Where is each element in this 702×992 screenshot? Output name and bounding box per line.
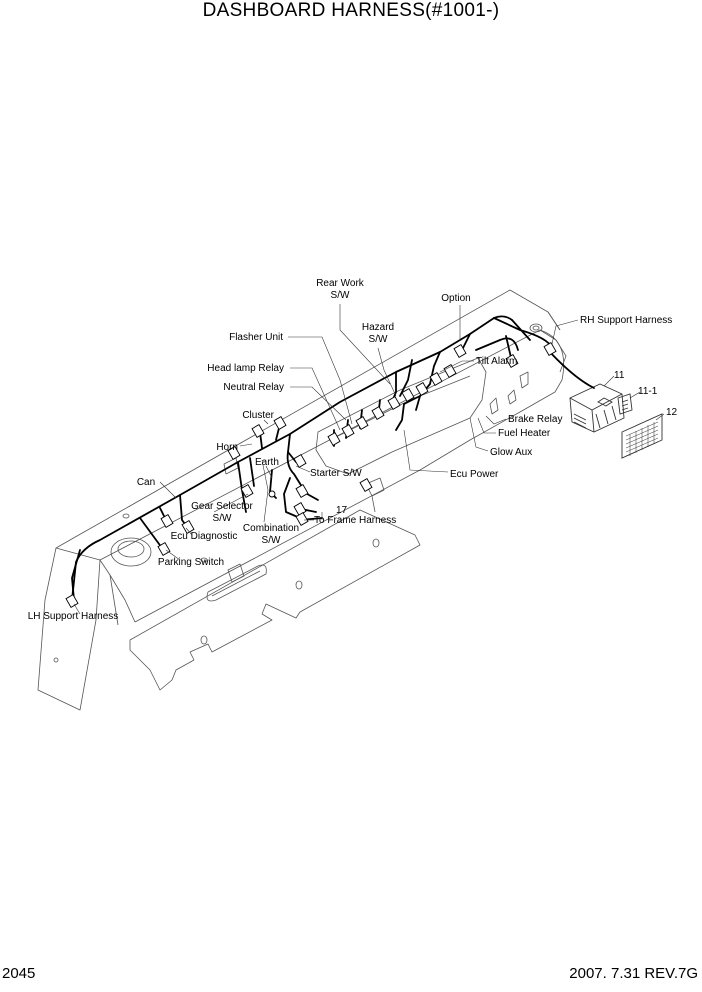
connector-parking-switch (157, 542, 171, 556)
label-starter-sw: Starter S/W (310, 468, 362, 479)
label-can: Can (137, 477, 155, 488)
label-part-11-1: 11-1 (638, 386, 658, 397)
label-ecu-power: Ecu Power (450, 469, 499, 480)
label-fuel-heater: Fuel Heater (498, 428, 551, 439)
connectors (65, 342, 557, 608)
leader-lines (73, 304, 665, 615)
connector-rh-support (543, 342, 557, 356)
label-rh-support-harness: RH Support Harness (580, 315, 672, 326)
connector-earth (268, 490, 276, 498)
connector-horn (227, 446, 241, 460)
grid-plate-12 (621, 413, 663, 459)
connector-gear-selector (240, 484, 254, 498)
label-head-lamp-relay: Head lamp Relay (207, 363, 284, 374)
label-hazard: Hazard (362, 322, 394, 333)
label-combination: Combination (243, 523, 299, 534)
connector-starter-switch (293, 454, 307, 468)
connector-cluster (251, 416, 287, 438)
label-rear-work-sw: S/W (331, 290, 350, 301)
dashboard-body (37, 289, 567, 711)
label-brake-relay: Brake Relay (508, 414, 562, 425)
connector-option (453, 344, 467, 358)
label-gear-selector-sw: S/W (213, 513, 232, 524)
label-option: Option (441, 293, 470, 304)
label-hazard-sw: S/W (369, 334, 388, 345)
relay-connector-pins (573, 405, 617, 429)
label-flasher-unit: Flasher Unit (229, 332, 283, 343)
label-combination-sw: S/W (262, 535, 281, 546)
label-lh-support-harness: LH Support Harness (28, 611, 119, 622)
label-rear-work: Rear Work (316, 278, 365, 289)
connector-to-frame-harness (359, 478, 373, 492)
label-cluster: Cluster (242, 410, 274, 421)
connector-can (160, 514, 174, 528)
label-to-frame-harness: To Frame Harness (314, 515, 396, 526)
label-part-12: 12 (666, 407, 678, 418)
label-earth: Earth (255, 457, 279, 468)
label-parking-switch: Parking Switch (158, 557, 224, 568)
connector-relay-row (327, 364, 457, 446)
label-horn: Horn (216, 442, 238, 453)
label-neutral-relay: Neutral Relay (223, 382, 284, 393)
label-part-17: 17 (336, 505, 348, 516)
label-ecu-diagnostic: Ecu Diagnostic (171, 531, 238, 542)
connector-combination-switch (293, 484, 309, 526)
label-gear-selector: Gear Selector (191, 501, 253, 512)
relay-cover-11-1 (617, 393, 633, 415)
connector-lh-support (65, 594, 79, 608)
connector-ecu-diagnostic (181, 520, 195, 534)
label-tilt-alarm: Tilt Alarm (476, 356, 517, 367)
revision-date: 2007. 7.31 REV.7G (569, 965, 698, 982)
label-part-11: 11 (614, 370, 625, 381)
relay-block-assembly (569, 383, 663, 459)
page-title: DASHBOARD HARNESS(#1001-) (202, 0, 500, 21)
page-number: 2045 (2, 965, 36, 982)
label-glow-aux: Glow Aux (490, 447, 532, 458)
relay-block-11 (569, 383, 625, 433)
callout-labels: Rear Work S/W Option RH Support Harness … (28, 278, 678, 622)
connector-tilt-alarm (505, 354, 519, 368)
